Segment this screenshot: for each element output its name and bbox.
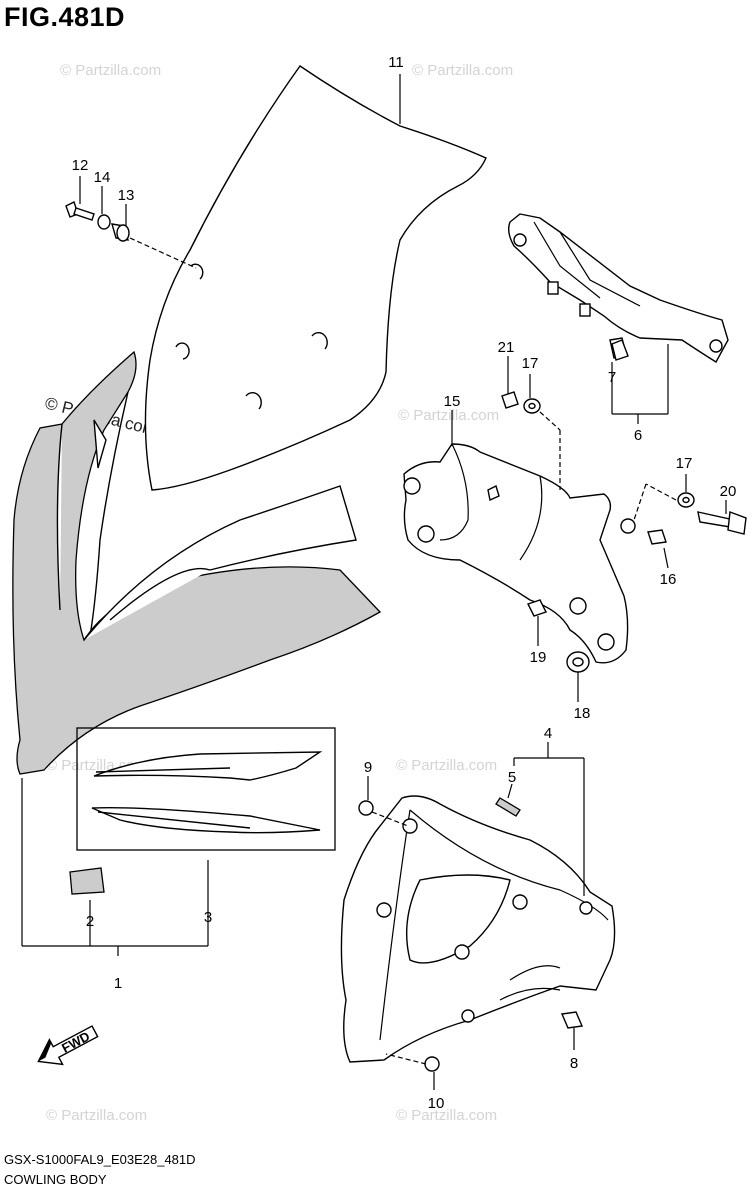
model-code: GSX-S1000FAL9_E03E28_481D <box>4 1152 196 1167</box>
windscreen-part-11 <box>144 65 487 491</box>
watermark-text: © Partzilla.com <box>60 62 161 79</box>
fwd-label: FWD <box>59 1029 92 1056</box>
callout-9: 9 <box>364 759 372 776</box>
callout-10: 10 <box>428 1095 445 1112</box>
watermark-text: © Partzilla.com <box>398 407 499 424</box>
callout-3: 3 <box>204 909 212 926</box>
callout-19: 19 <box>530 649 547 666</box>
callout-17-right: 17 <box>676 455 693 472</box>
callout-14: 14 <box>94 169 111 186</box>
callout-6: 6 <box>634 427 642 444</box>
fasteners <box>65 201 747 1072</box>
callout-numbers: 11 12 14 13 21 17 7 15 6 17 20 16 19 18 … <box>72 54 737 1112</box>
fwd-arrow-icon: FWD <box>37 1025 99 1066</box>
watermark-text: © Partzilla.com <box>46 1107 147 1124</box>
inner-panel-part-4 <box>340 795 616 1063</box>
callout-8: 8 <box>570 1055 578 1072</box>
watermark-text: © Partzilla.com <box>396 757 497 774</box>
callout-15: 15 <box>444 393 461 410</box>
section-name: COWLING BODY <box>4 1172 107 1187</box>
watermark-text: © Partzilla.com <box>412 62 513 79</box>
callout-13: 13 <box>118 187 135 204</box>
cowling-part-1 <box>12 350 382 775</box>
callout-21: 21 <box>498 339 515 356</box>
callout-7: 7 <box>608 369 616 386</box>
watermark-text: © Partzilla.com <box>396 1107 497 1124</box>
callout-5: 5 <box>508 769 516 786</box>
callout-17-upper: 17 <box>522 355 539 372</box>
callout-20: 20 <box>720 483 737 500</box>
leader-lines <box>21 74 727 1090</box>
stripe-kit-box <box>69 727 336 895</box>
callout-16: 16 <box>660 571 677 588</box>
bracket-part-15 <box>403 443 636 664</box>
callout-11: 11 <box>388 54 404 71</box>
callout-4: 4 <box>544 725 552 742</box>
callout-12: 12 <box>72 157 89 174</box>
callout-18: 18 <box>574 705 591 722</box>
callout-2: 2 <box>86 913 94 930</box>
bracket-part-6 <box>507 213 729 363</box>
callout-1: 1 <box>114 975 122 992</box>
figure-title: FIG.481D <box>4 2 126 32</box>
